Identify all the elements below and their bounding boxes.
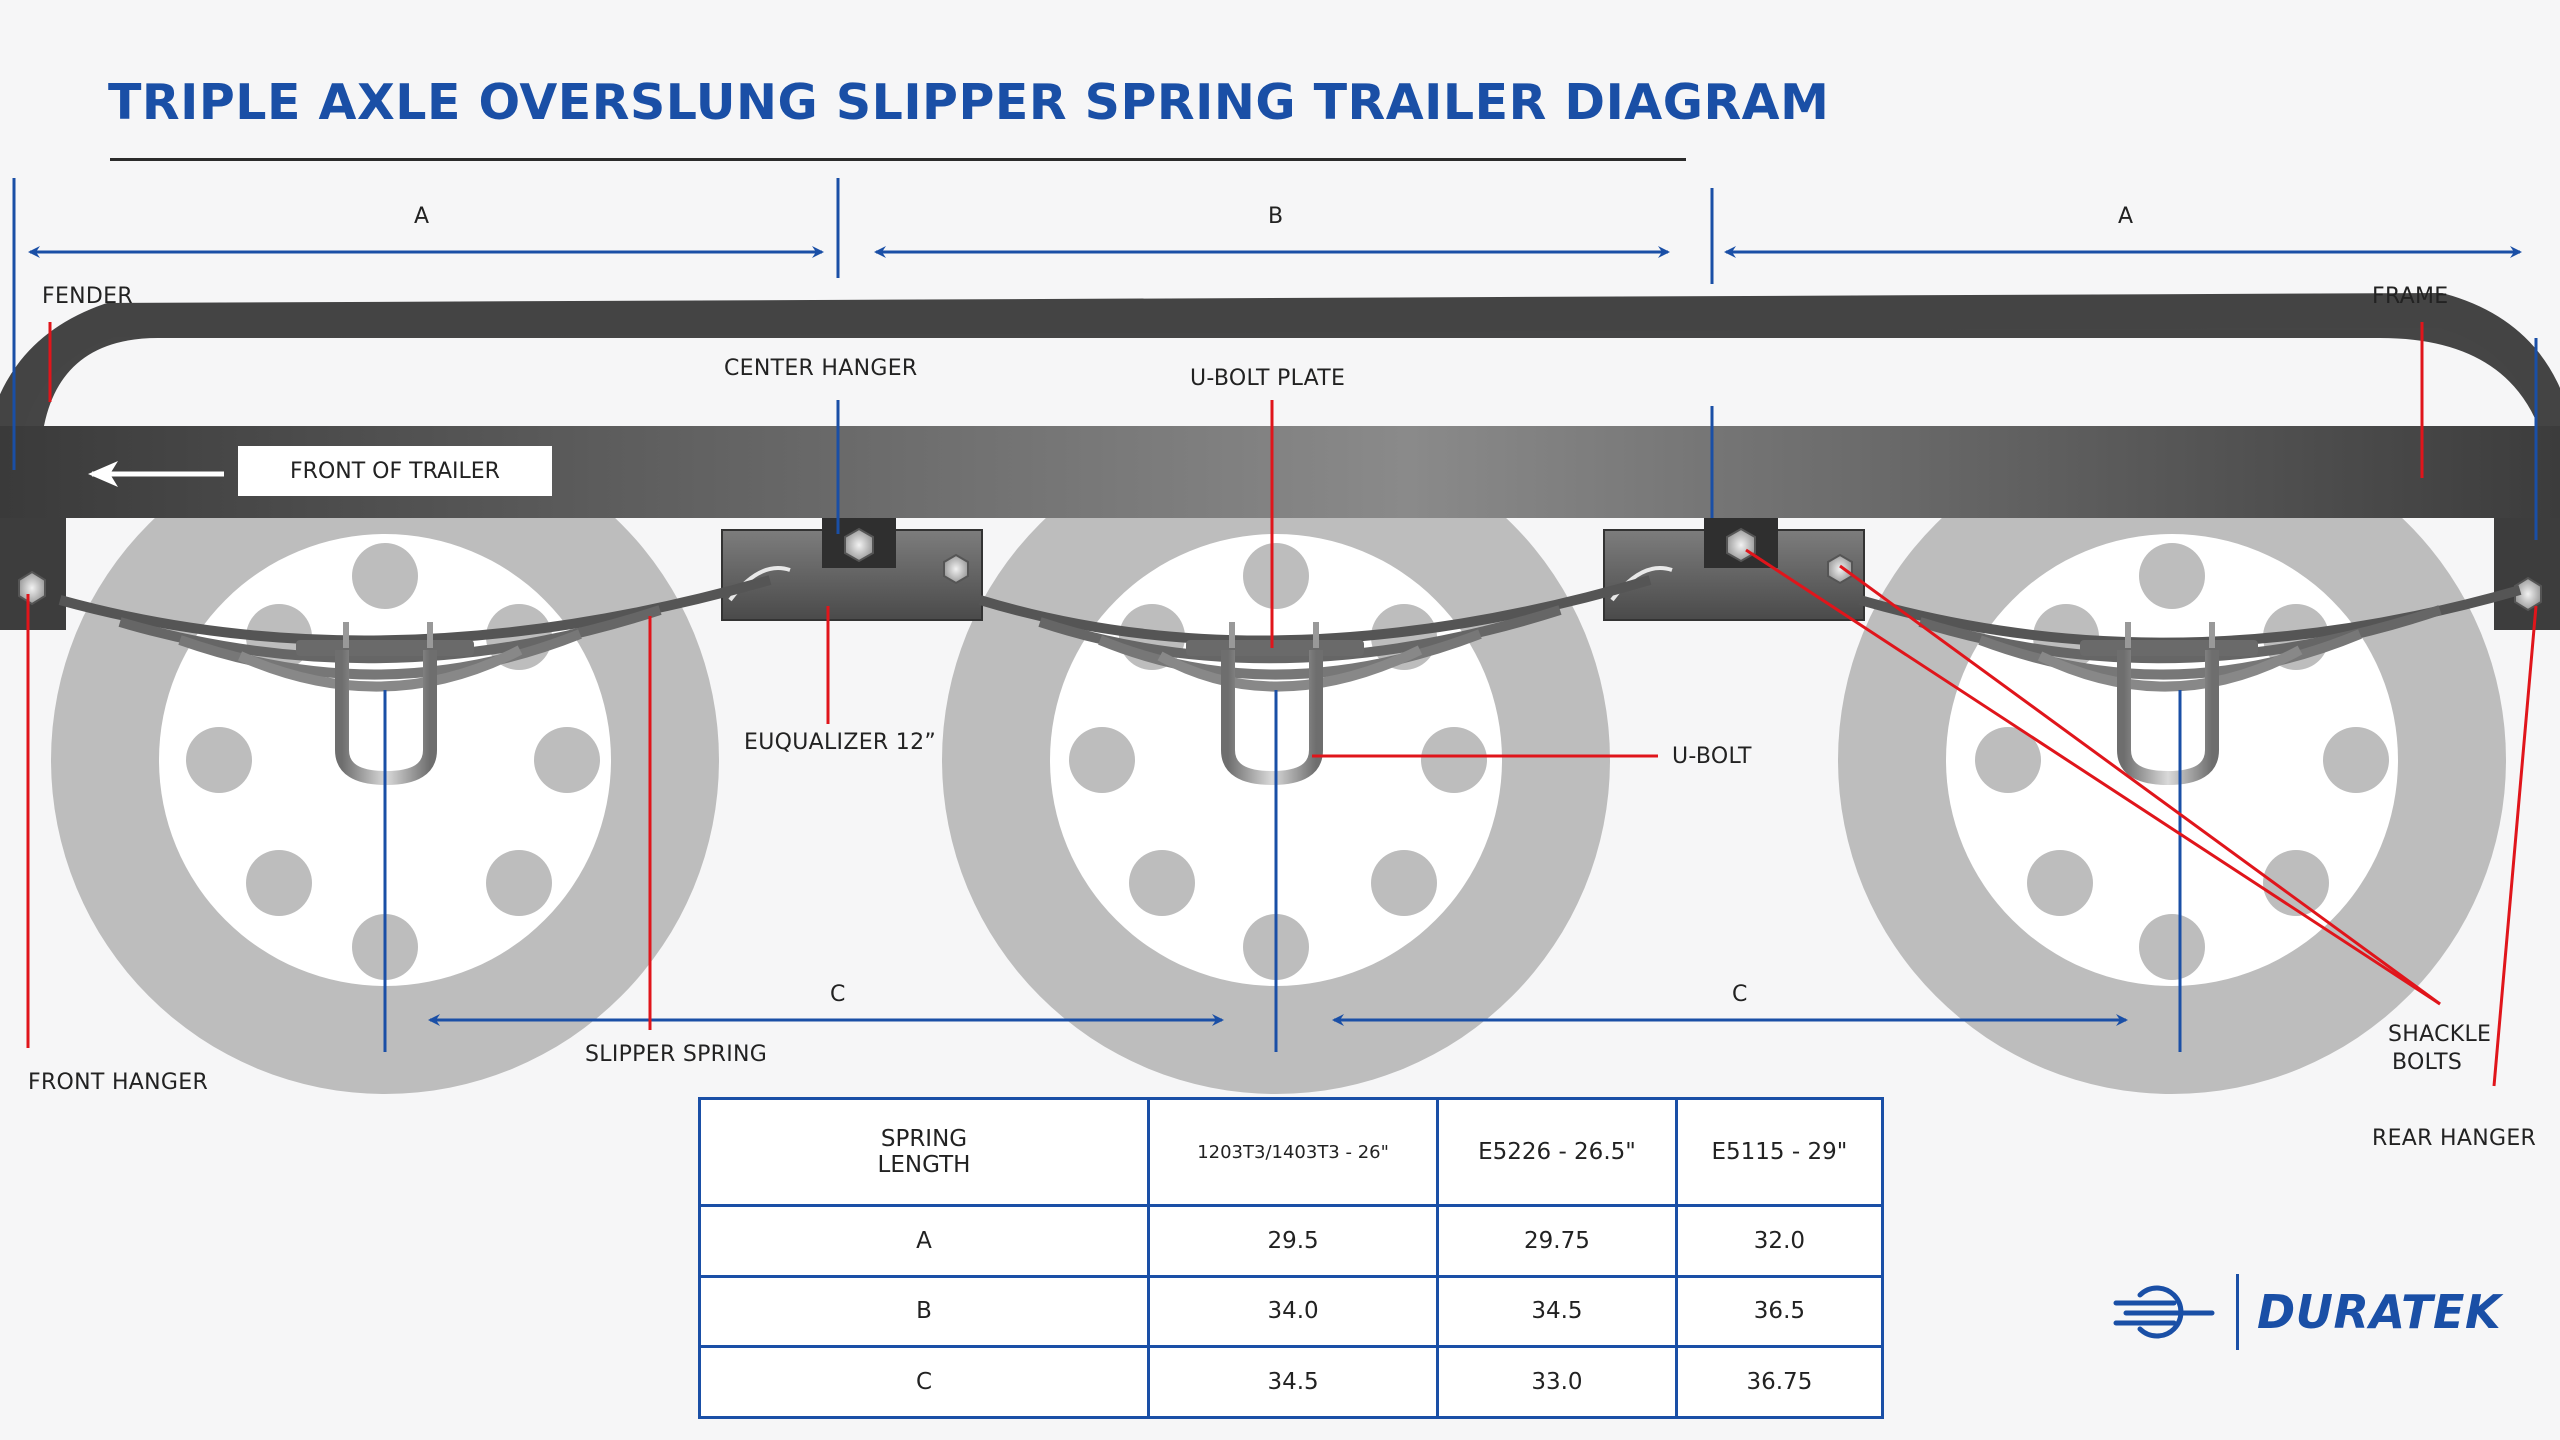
front-hanger [0,518,66,630]
label-frame: FRAME [2372,284,2449,309]
leaf-spring-rear [1858,585,2522,692]
cell-value: 36.5 [1674,1274,1885,1349]
cell-value: 34.0 [1146,1274,1440,1349]
table-row: C 34.5 33.0 36.75 [698,1345,1885,1419]
logo-wordmark: DURATEK [2257,1285,2502,1339]
spring-length-table: SPRING LENGTH 1203T3/1403T3 - 26" E5226 … [698,1097,1885,1419]
label-fender: FENDER [42,284,133,309]
label-ubolt-plate: U-BOLT PLATE [1190,366,1346,391]
title-underline [110,158,1686,161]
label-shackle: SHACKLE [2388,1022,2492,1047]
label-rear-hanger: REAR HANGER [2372,1126,2537,1151]
table-row: A 29.5 29.75 32.0 [698,1204,1885,1278]
label-ubolt: U-BOLT [1672,744,1752,769]
table-row: B 34.0 34.5 36.5 [698,1274,1885,1349]
rear-hanger [2494,518,2560,630]
equalizer-front [721,518,983,621]
fender [20,322,2550,470]
label-bolts: BOLTS [2392,1050,2463,1075]
header-col-e5226: E5226 - 26.5" [1436,1097,1678,1207]
ubolt-middle [1186,622,1364,786]
row-label: C [698,1345,1150,1419]
dimension-label-a-right: A [2118,204,2134,229]
callout-lines [26,322,2538,1087]
cell-value: 29.5 [1146,1204,1440,1278]
logo-separator [2236,1274,2239,1350]
label-slipper-spring: SLIPPER SPRING [585,1042,768,1067]
dimension-lines [12,178,2538,1052]
leaf-spring-front [58,575,772,692]
ubolt-rear [2080,622,2258,786]
row-label: B [698,1274,1150,1349]
duratek-axle-icon [2113,1285,2215,1339]
header-col-e5115: E5115 - 29" [1674,1097,1885,1207]
cell-value: 33.0 [1436,1345,1678,1419]
row-label: A [698,1204,1150,1278]
label-front-hanger: FRONT HANGER [28,1070,209,1095]
dimension-label-a-left: A [414,204,430,229]
dimension-label-b: B [1268,204,1284,229]
duratek-logo: DURATEK [2112,1272,2501,1352]
label-center-hanger: CENTER HANGER [724,356,918,381]
dimension-label-c-right: C [1732,982,1748,1007]
cell-value: 29.75 [1436,1204,1678,1278]
label-equalizer: EUQUALIZER 12” [744,730,937,755]
cell-value: 34.5 [1436,1274,1678,1349]
wheel-rear [1838,426,2506,1094]
label-front-of-trailer: FRONT OF TRAILER [238,446,552,496]
leaf-spring-middle [978,575,1652,692]
page-title: TRIPLE AXLE OVERSLUNG SLIPPER SPRING TRA… [108,74,1830,131]
header-spring-length: SPRING LENGTH [698,1097,1150,1207]
cell-value: 34.5 [1146,1345,1440,1419]
equalizer-rear [1603,518,1865,621]
table-header-row: SPRING LENGTH 1203T3/1403T3 - 26" E5226 … [698,1097,1885,1207]
cell-value: 32.0 [1674,1204,1885,1278]
header-col-1203t3: 1203T3/1403T3 - 26" [1146,1097,1440,1207]
dimension-label-c-left: C [830,982,846,1007]
cell-value: 36.75 [1674,1345,1885,1419]
